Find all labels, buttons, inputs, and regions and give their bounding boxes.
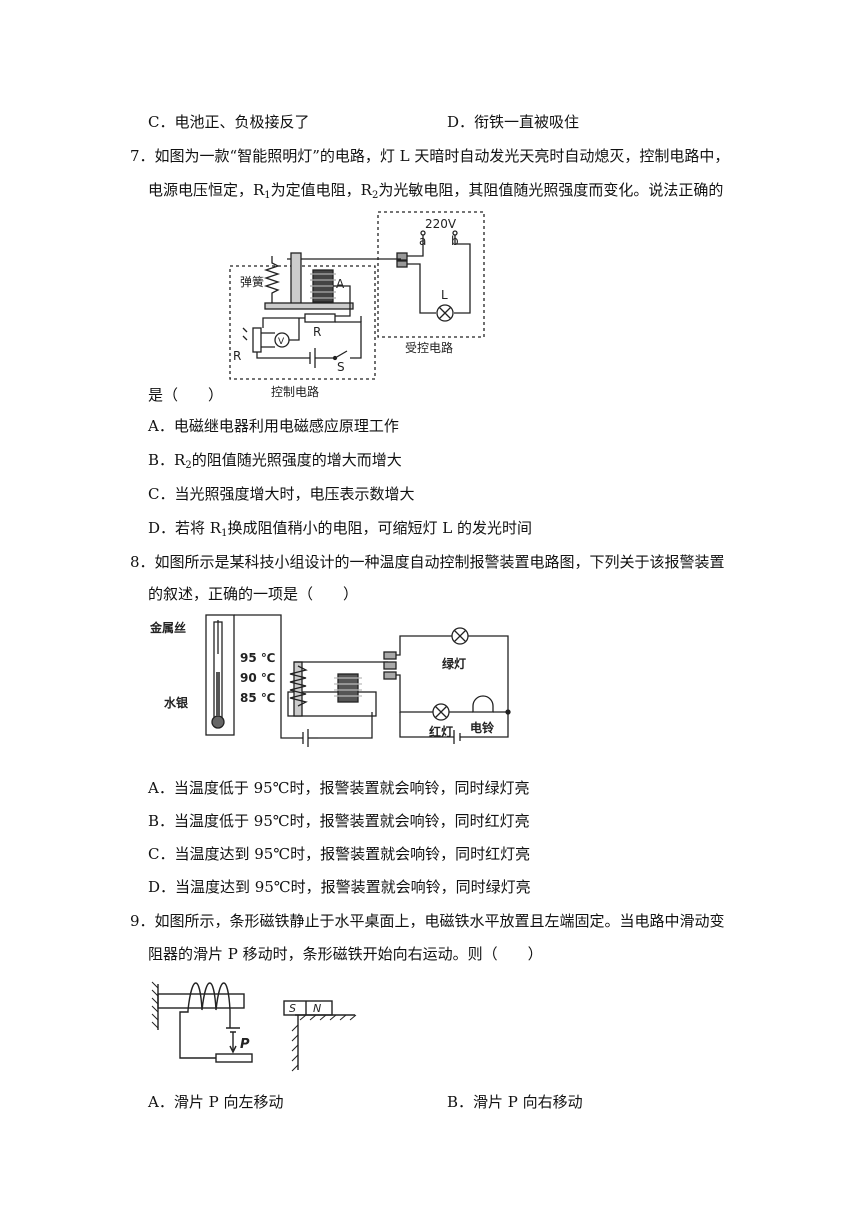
q9-stem-line1: 9．如图所示，条形磁铁静止于水平桌面上，电磁铁水平放置且左端固定。当电路中滑动变 bbox=[130, 912, 725, 930]
q9-label-P: P bbox=[240, 1037, 250, 1052]
q8-label-green: 绿灯 bbox=[442, 656, 466, 671]
q8-stem-line2: 的叙述，正确的一项是（ ） bbox=[148, 585, 359, 603]
q7-label-b: b bbox=[451, 234, 459, 248]
q9-option-a: A．滑片 P 向左移动 bbox=[148, 1093, 284, 1111]
q9-label-N: N bbox=[313, 1002, 321, 1015]
q7-stem-line1: 7．如图为一款“智能照明灯”的电路，灯 L 天暗时自动发光天亮时自动熄灭，控制电… bbox=[130, 147, 730, 165]
q7-label-spring: 弹簧 bbox=[240, 274, 264, 289]
q7-option-d: D．若将 R1换成阻值稍小的电阻，可缩短灯 L 的发光时间 bbox=[148, 519, 532, 539]
q7-circuit-figure: 220V a b 弹簧 A L R R V S 受控电路 控制电路 bbox=[229, 211, 485, 399]
q8-label-red: 红灯 bbox=[429, 724, 453, 739]
q9-stem-line2: 阻器的滑片 P 移动时，条形磁铁开始向右运动。则（ ） bbox=[148, 945, 543, 963]
q8-label-90: 90 ℃ bbox=[240, 671, 275, 685]
q7-label-controlled: 受控电路 bbox=[405, 340, 453, 355]
q7-label-R1: R bbox=[313, 325, 321, 339]
q8-option-c: C．当温度达到 95℃时，报警装置就会响铃，同时红灯亮 bbox=[148, 845, 531, 863]
q8-circuit-figure: 金属丝 水银 95 ℃ 90 ℃ 85 ℃ 绿灯 红灯 电铃 bbox=[149, 614, 511, 747]
q6-option-d: D．衔铁一直被吸住 bbox=[447, 113, 580, 131]
q7-label-control: 控制电路 bbox=[271, 384, 319, 399]
q7-label-A: A bbox=[336, 277, 345, 291]
q8-option-a: A．当温度低于 95℃时，报警装置就会响铃，同时绿灯亮 bbox=[148, 779, 530, 797]
q6-option-c: C．电池正、负极接反了 bbox=[148, 113, 310, 131]
q8-label-95: 95 ℃ bbox=[240, 651, 275, 665]
q8-label-85: 85 ℃ bbox=[240, 691, 275, 705]
q7-label-L: L bbox=[441, 288, 448, 302]
q8-label-mercury: 水银 bbox=[164, 695, 189, 710]
q8-stem-line1: 8．如图所示是某科技小组设计的一种温度自动控制报警装置电路图，下列关于该报警装置 bbox=[130, 553, 725, 571]
q7-label-220v: 220V bbox=[425, 217, 457, 231]
q7-label-a: a bbox=[419, 234, 426, 248]
q7-label-R2: R bbox=[233, 349, 241, 363]
q9-figure: S N P bbox=[151, 981, 357, 1072]
q8-label-bell: 电铃 bbox=[470, 720, 495, 735]
q7-option-a: A．电磁继电器利用电磁感应原理工作 bbox=[148, 417, 399, 435]
q9-label-S: S bbox=[289, 1002, 296, 1015]
q7-stem-line2: 电源电压恒定，R1为定值电阻，R2为光敏电阻，其阻值随光照强度而变化。说法正确的 bbox=[148, 181, 724, 201]
q8-option-b: B．当温度低于 95℃时，报警装置就会响铃，同时红灯亮 bbox=[148, 812, 530, 830]
q7-label-V: V bbox=[278, 337, 285, 347]
q7-label-S: S bbox=[337, 360, 345, 374]
q9-option-b: B．滑片 P 向右移动 bbox=[447, 1093, 583, 1111]
q8-option-d: D．当温度达到 95℃时，报警装置就会响铃，同时绿灯亮 bbox=[148, 878, 531, 896]
q7-stem-line3: 是（ ） bbox=[148, 386, 224, 404]
q7-option-c: C．当光照强度增大时，电压表示数增大 bbox=[148, 485, 415, 503]
q8-label-wire: 金属丝 bbox=[149, 620, 186, 635]
q7-option-b: B．R2的阻值随光照强度的增大而增大 bbox=[148, 451, 402, 471]
